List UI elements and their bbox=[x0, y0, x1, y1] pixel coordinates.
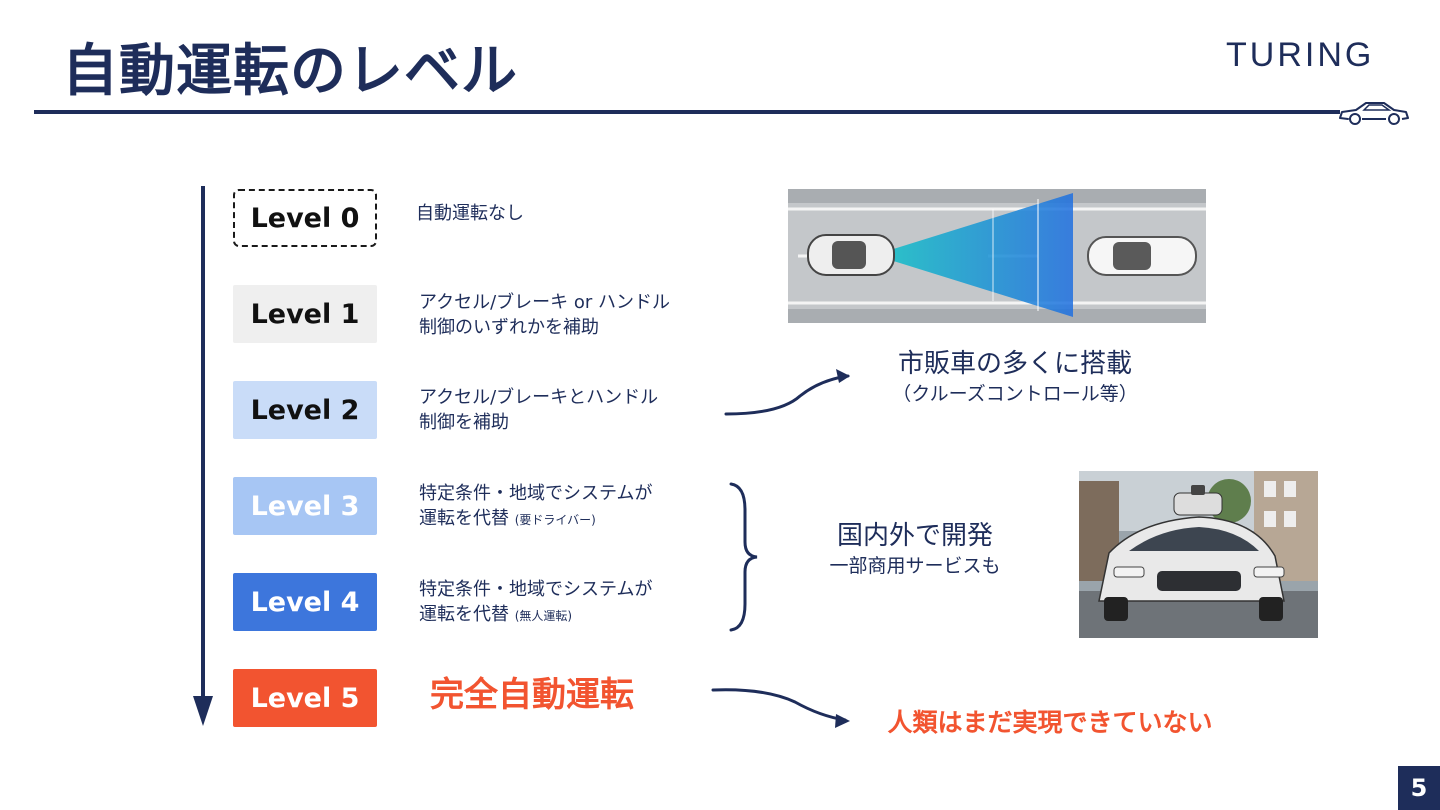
level-0-desc-line: 自動運転なし bbox=[416, 203, 524, 224]
level-0-box: Level 0 bbox=[233, 189, 377, 247]
turing-logo: TURING bbox=[1226, 36, 1375, 74]
level-progression-arrow bbox=[193, 186, 213, 726]
commercial-callout-main: 市販車の多くに搭載 bbox=[897, 349, 1132, 379]
level-2-desc-line2: 制御を補助 bbox=[419, 412, 509, 433]
level-3-box: Level 3 bbox=[233, 477, 377, 535]
level-1-desc-line2: 制御のいずれかを補助 bbox=[419, 317, 599, 338]
level-1-desc-line1: アクセル/ブレーキ or ハンドル bbox=[419, 292, 671, 313]
level-3-desc-line2-wrap: 運転を代替 (要ドライバー) bbox=[419, 506, 652, 533]
level-2-box: Level 2 bbox=[233, 381, 377, 439]
curved-arrow-to-not-realized bbox=[711, 688, 850, 728]
level-5-description: 完全自動運転 bbox=[430, 675, 634, 715]
level-2-description: アクセル/ブレーキとハンドル 制御を補助 bbox=[419, 385, 658, 435]
level-1-description: アクセル/ブレーキ or ハンドル 制御のいずれかを補助 bbox=[419, 290, 670, 340]
development-callout-main: 国内外で開発 bbox=[836, 521, 993, 551]
level-4-desc-line2-wrap: 運転を代替 (無人運転) bbox=[419, 602, 652, 629]
development-callout: 国内外で開発 一部商用サービスも bbox=[790, 520, 1040, 580]
robotaxi-photo bbox=[1079, 471, 1318, 638]
commercial-callout: 市販車の多くに搭載 （クルーズコントロール等） bbox=[860, 348, 1170, 408]
car-outline-icon bbox=[1339, 102, 1409, 125]
commercial-callout-sub: （クルーズコントロール等） bbox=[892, 383, 1138, 405]
level-4-box: Level 4 bbox=[233, 573, 377, 631]
development-callout-sub: 一部商用サービスも bbox=[829, 555, 1001, 577]
level-5-box: Level 5 bbox=[233, 669, 377, 727]
level-3-desc-line1: 特定条件・地域でシステムが bbox=[419, 483, 653, 504]
level-3-note: (要ドライバー) bbox=[514, 513, 596, 527]
page-title: 自動運転のレベル bbox=[62, 39, 518, 104]
level-2-desc-line1: アクセル/ブレーキとハンドル bbox=[419, 387, 659, 408]
level-4-desc-line2: 運転を代替 bbox=[419, 604, 509, 625]
adas-sensor-image bbox=[788, 189, 1206, 323]
curly-brace-level3-4 bbox=[729, 482, 758, 632]
level-4-note: (無人運転) bbox=[514, 609, 573, 623]
curved-arrow-to-commercial bbox=[724, 369, 850, 416]
header-divider bbox=[34, 110, 1340, 114]
level-0-description: 自動運転なし bbox=[416, 201, 524, 226]
not-realized-callout: 人類はまだ実現できていない bbox=[887, 708, 1213, 737]
level-3-desc-line2: 運転を代替 bbox=[419, 508, 509, 529]
level-4-description: 特定条件・地域でシステムが 運転を代替 (無人運転) bbox=[419, 577, 652, 629]
page-number: 5 bbox=[1398, 766, 1440, 810]
level-1-box: Level 1 bbox=[233, 285, 377, 343]
level-3-description: 特定条件・地域でシステムが 運転を代替 (要ドライバー) bbox=[419, 481, 652, 533]
level-4-desc-line1: 特定条件・地域でシステムが bbox=[419, 579, 653, 600]
